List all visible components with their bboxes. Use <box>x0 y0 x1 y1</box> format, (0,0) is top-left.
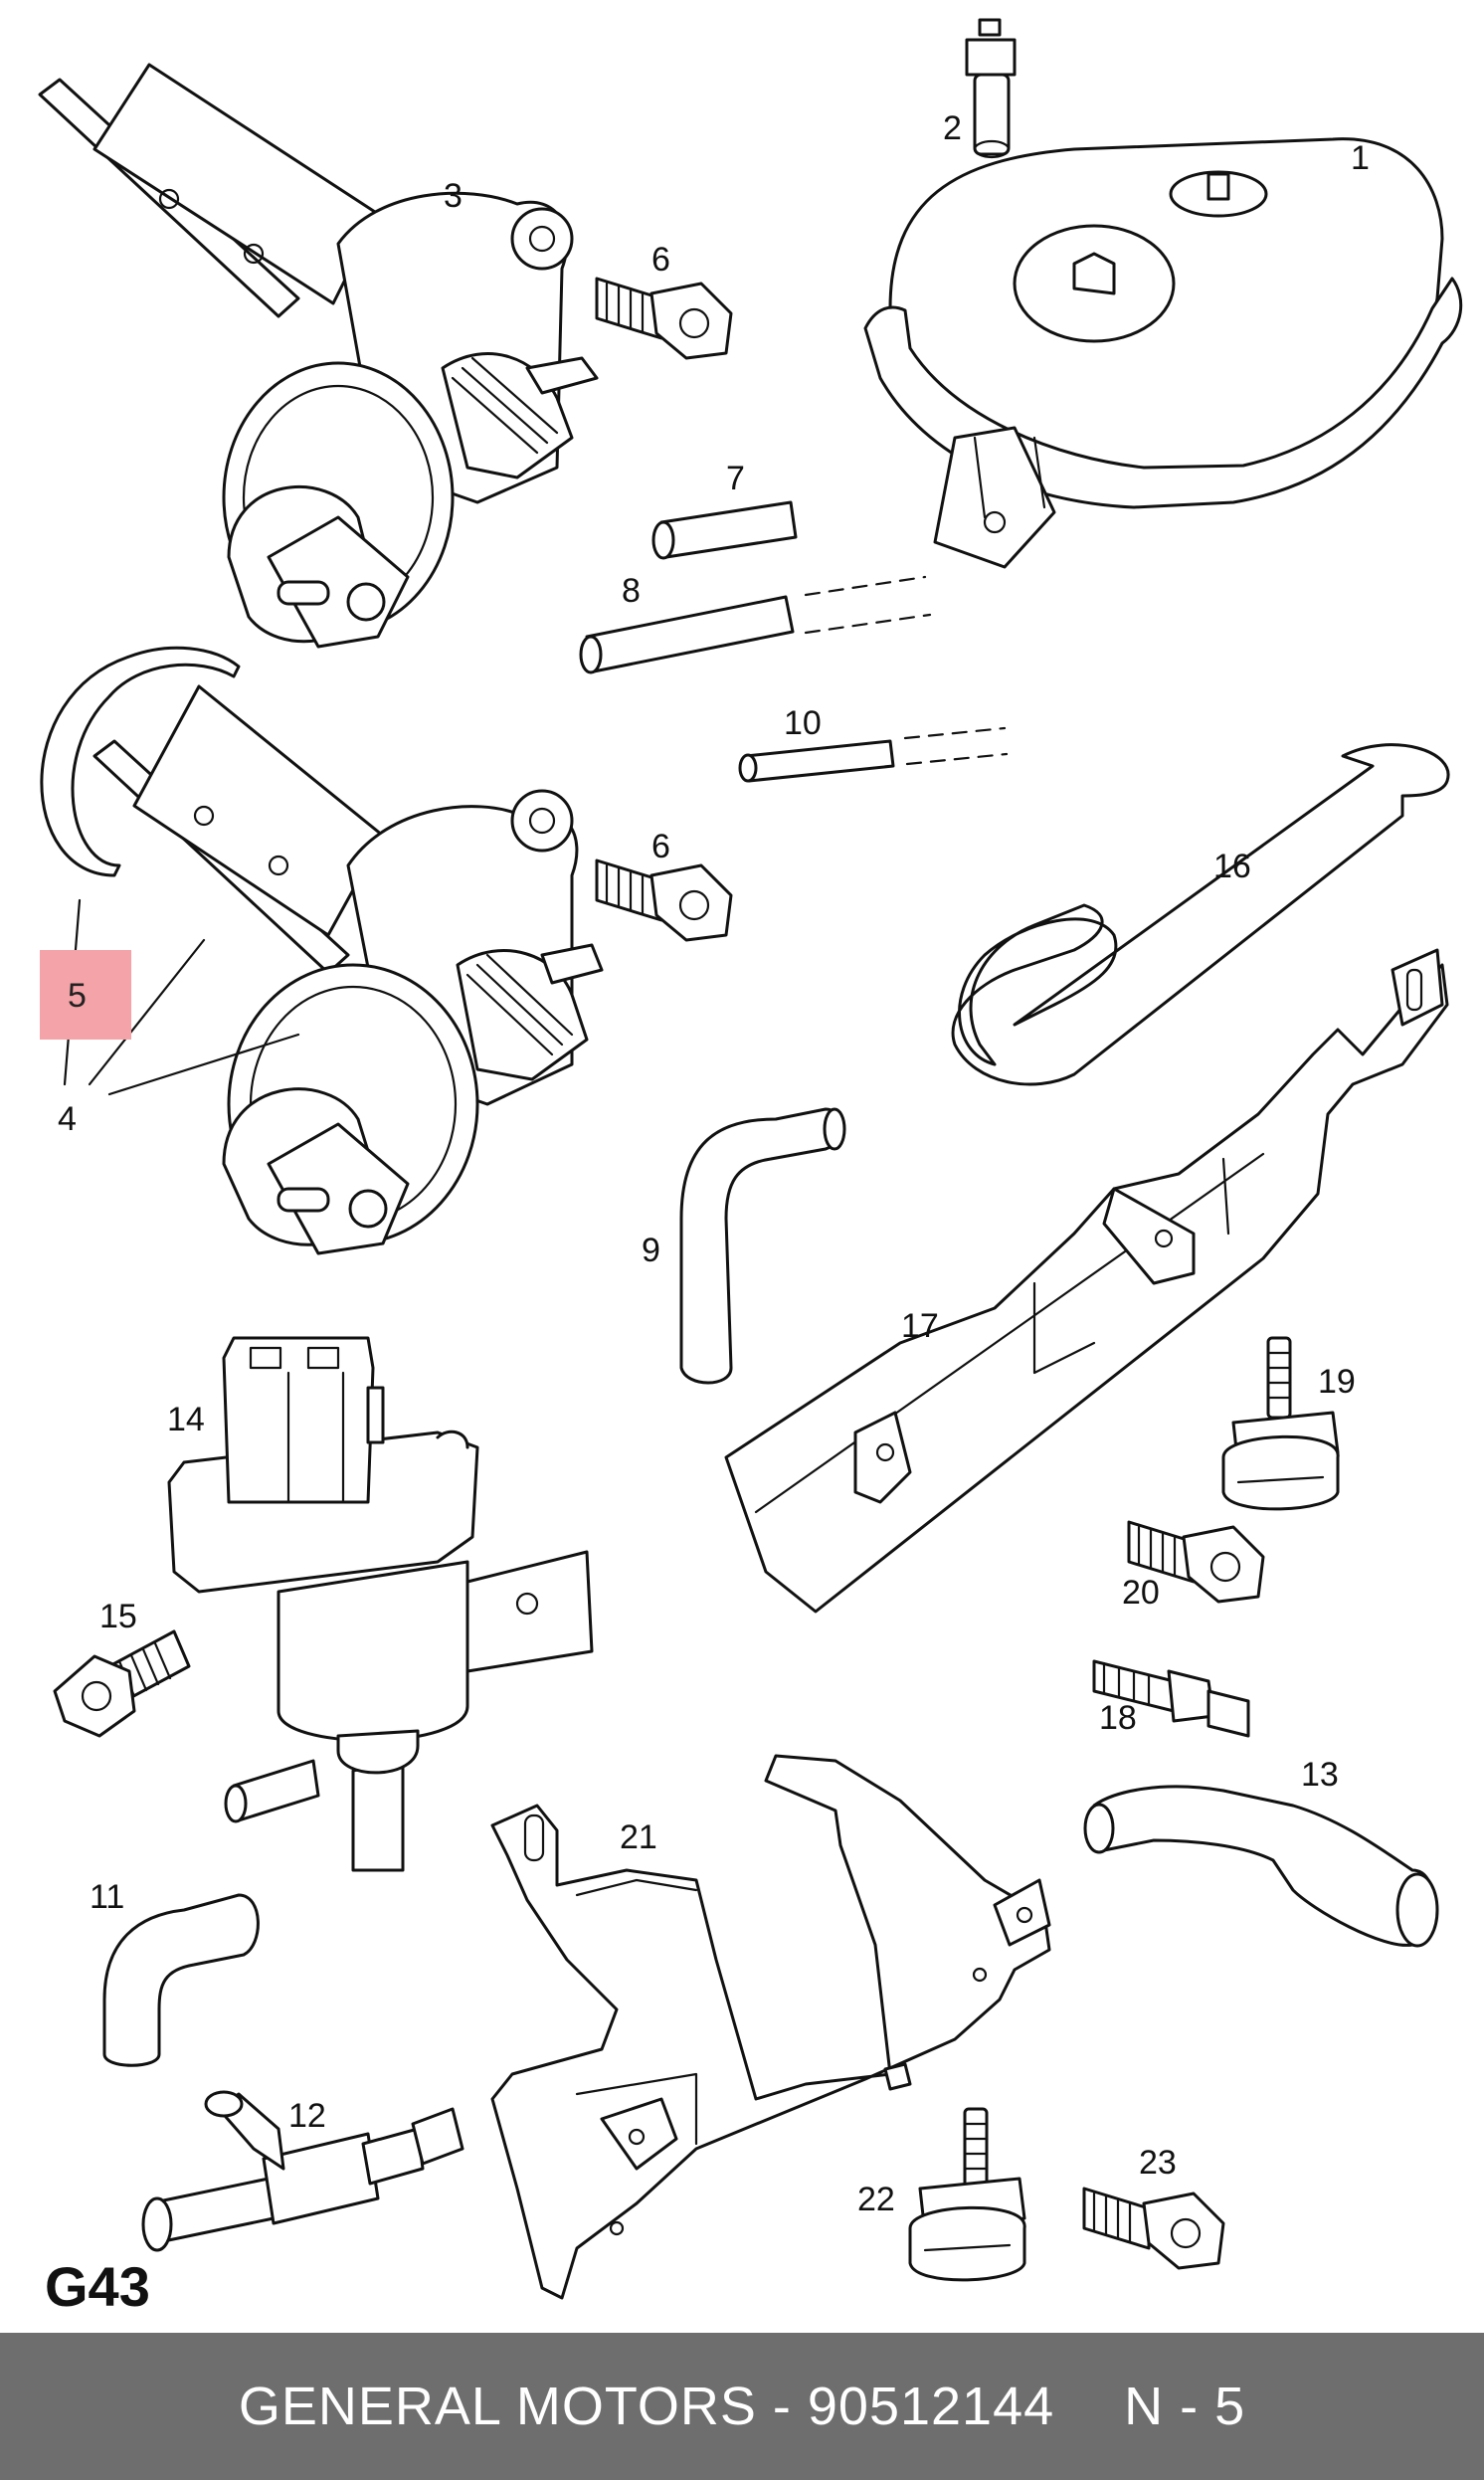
label-3[interactable]: 3 <box>444 177 463 215</box>
label-19[interactable]: 19 <box>1318 1363 1356 1401</box>
label-21[interactable]: 21 <box>620 1818 657 1856</box>
part-6-bolt-lower[interactable] <box>595 858 733 942</box>
part-22-mount[interactable] <box>908 2107 1026 2282</box>
label-15[interactable]: 15 <box>99 1598 137 1635</box>
part-14-solenoid[interactable] <box>167 1336 594 1872</box>
parts-diagram: 1 2 3 4 5 6 6 7 8 9 10 11 12 13 14 15 16… <box>38 18 1463 2318</box>
part-23-bolt[interactable] <box>1082 2187 1225 2270</box>
part-5-highlight <box>40 950 131 1040</box>
label-12[interactable]: 12 <box>288 2097 326 2135</box>
label-20[interactable]: 20 <box>1122 1574 1160 1612</box>
part-20-bolt[interactable] <box>1127 1520 1265 1604</box>
label-5[interactable]: 5 <box>68 977 87 1015</box>
part-10-hose[interactable] <box>738 726 1009 783</box>
part-9-hose[interactable] <box>679 1107 846 1385</box>
footer-position-text: N - 5 <box>1124 2377 1246 2436</box>
part-5-ring[interactable] <box>40 646 241 877</box>
footer-part-text: GENERAL MOTORS - 90512144 <box>238 2377 1055 2436</box>
label-1[interactable]: 1 <box>1351 139 1370 177</box>
label-10[interactable]: 10 <box>784 704 822 742</box>
label-7[interactable]: 7 <box>726 460 745 497</box>
part-12-connector[interactable] <box>141 2090 464 2252</box>
label-2[interactable]: 2 <box>943 109 962 147</box>
label-18[interactable]: 18 <box>1099 1699 1137 1737</box>
part-4-valve[interactable] <box>93 684 604 1255</box>
label-16[interactable]: 16 <box>1213 848 1251 885</box>
part-16-hose[interactable] <box>951 743 1450 1086</box>
label-14[interactable]: 14 <box>167 1401 205 1438</box>
label-22[interactable]: 22 <box>857 2181 895 2218</box>
label-23[interactable]: 23 <box>1139 2144 1177 2182</box>
part-15-bolt[interactable] <box>53 1629 191 1738</box>
part-6-bolt-upper[interactable] <box>595 277 733 360</box>
label-4[interactable]: 4 <box>58 1100 77 1138</box>
part-19-mount[interactable] <box>1221 1336 1340 1511</box>
label-6-upper[interactable]: 6 <box>651 241 670 279</box>
part-3-valve[interactable] <box>38 63 599 649</box>
label-9[interactable]: 9 <box>642 1232 660 1269</box>
part-7-hose[interactable] <box>651 500 798 560</box>
part-labels: 1 2 3 4 5 6 6 7 8 9 10 11 12 13 14 15 16… <box>58 109 1370 2218</box>
part-1-reservoir[interactable] <box>863 137 1463 569</box>
part-13-hose[interactable] <box>1083 1785 1439 1948</box>
label-6-lower[interactable]: 6 <box>651 828 670 865</box>
footer-bar: GENERAL MOTORS - 90512144 N - 5 <box>0 2333 1484 2480</box>
label-13[interactable]: 13 <box>1301 1756 1339 1794</box>
part-21-bracket[interactable] <box>490 1754 1051 2300</box>
page-code: G43 <box>45 2255 150 2318</box>
part-8-hose[interactable] <box>579 575 932 674</box>
part-11-hose[interactable] <box>102 1893 260 2067</box>
label-8[interactable]: 8 <box>622 572 641 610</box>
label-17[interactable]: 17 <box>901 1307 939 1345</box>
part-2-bolt[interactable] <box>965 18 1017 159</box>
part-17-bracket[interactable] <box>724 948 1449 1614</box>
label-11[interactable]: 11 <box>90 1878 124 1916</box>
part-18-stud[interactable] <box>1092 1659 1250 1738</box>
